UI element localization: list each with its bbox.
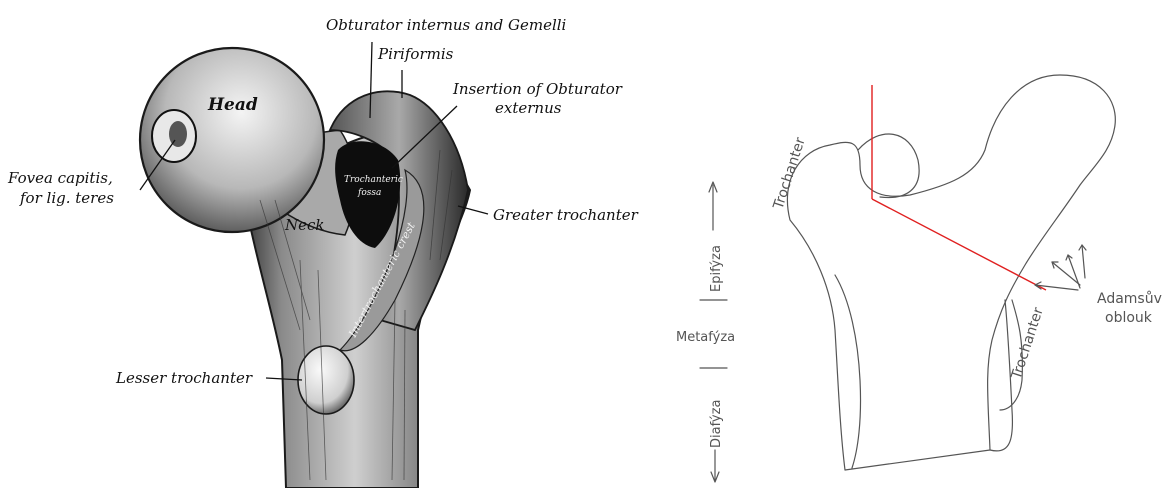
fovea-label-line1: Fovea capitis, [7,169,113,187]
sketch-head [858,134,919,198]
sketch-trochanter-top-label: Trochanter [770,135,809,212]
fossa-label-line1: Trochanteric [344,175,403,185]
piriformis-label: Piriformis [377,45,454,63]
sketch-epifyza-label: Epifýza [709,245,724,292]
sketch-adams-label-line1: Adamsův [1097,291,1162,307]
femur-sketch: Trochanter Trochanter Adamsův oblouk Epi… [676,75,1162,482]
obturator-internus-label: Obturator internus and Gemelli [326,16,567,34]
sketch-outline [787,75,1115,470]
sketch-metafyza-label: Metafýza [676,330,735,345]
insertion-label-line1: Insertion of Obturator [452,80,623,98]
sketch-adams-arrows [1035,245,1086,290]
neck-label: Neck [284,216,325,234]
sketch-adams-label-line2: oblouk [1105,310,1153,326]
head-label: Head [207,95,258,115]
lesser-trochanter-label: Lesser trochanter [115,369,253,387]
fovea-label-line2: for lig. teres [19,189,114,207]
insertion-label-line2: externus [495,99,562,117]
sketch-red-diagonal [872,199,1046,290]
fovea-pit-shape [169,121,187,147]
sketch-trochanter-side-label: Trochanter [1008,305,1047,382]
sketch-diafyza-label: Diafýza [709,400,724,448]
fossa-label-line2: fossa [357,188,381,198]
sketch-inner-left [835,275,861,468]
greater-trochanter-label: Greater trochanter [493,206,639,224]
femur-engraving: Head Neck Trochanteric fossa Intertrocha… [7,16,639,488]
